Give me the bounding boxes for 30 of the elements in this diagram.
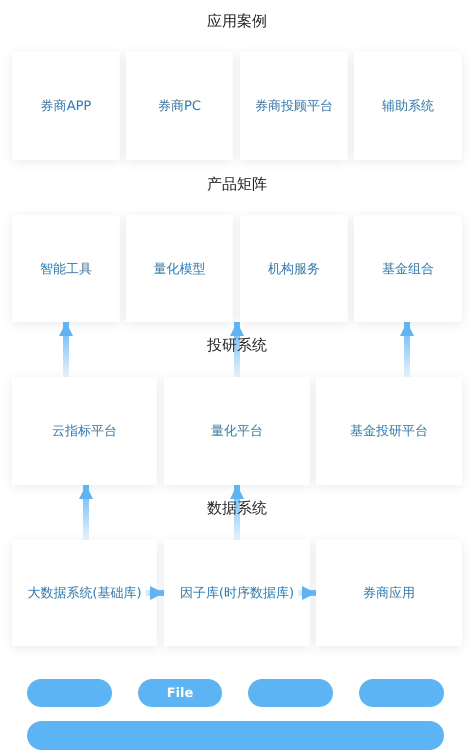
arrow xyxy=(230,322,244,377)
section-heading: 数据系统 xyxy=(207,499,267,518)
base-bar xyxy=(27,721,444,750)
module-box: 券商投顾平台 xyxy=(240,52,348,160)
arrow xyxy=(230,485,244,540)
module-box: 云指标平台 xyxy=(12,377,157,485)
module-box: 量化模型 xyxy=(126,215,233,322)
module-box: 大数据系统(基础库) xyxy=(12,540,157,646)
arrow xyxy=(79,485,93,540)
module-box: 券商PC xyxy=(126,52,233,160)
module-box: 券商应用 xyxy=(316,540,462,646)
module-box: 券商APP xyxy=(12,52,120,160)
module-box: 基金投研平台 xyxy=(316,377,462,485)
module-box: 因子库(时序数据库) xyxy=(164,540,310,646)
arrow xyxy=(298,586,316,600)
section-heading: 应用案例 xyxy=(207,12,267,31)
module-box: 智能工具 xyxy=(12,215,120,322)
section-heading: 产品矩阵 xyxy=(207,175,267,194)
module-box: 机构服务 xyxy=(240,215,348,322)
arrow xyxy=(59,322,73,377)
tag-pill xyxy=(359,679,444,707)
module-box: 辅助系统 xyxy=(354,52,462,160)
arrow xyxy=(145,586,164,600)
module-box: 基金组合 xyxy=(354,215,462,322)
module-box: 量化平台 xyxy=(164,377,310,485)
tag-pill xyxy=(248,679,333,707)
section-heading: 投研系统 xyxy=(207,336,267,355)
arrow xyxy=(400,322,414,377)
tag-pill: File xyxy=(138,679,222,707)
tag-pill xyxy=(27,679,112,707)
